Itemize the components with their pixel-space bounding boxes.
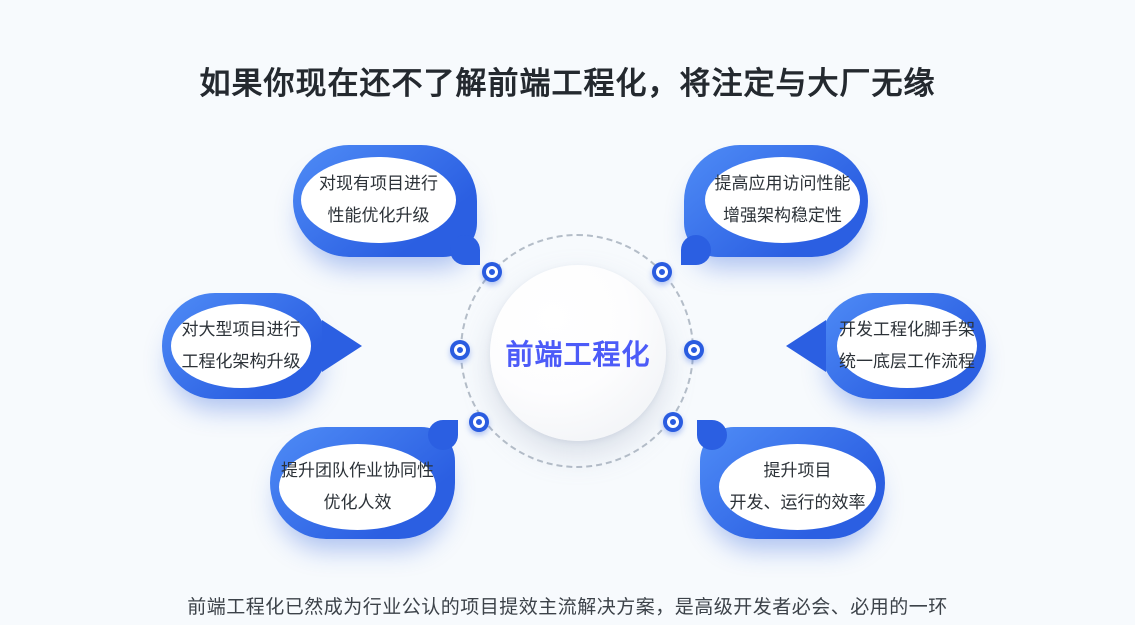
node-dot-bottom-left xyxy=(469,412,489,432)
bubble-body: 对大型项目进行 工程化架构升级 xyxy=(171,304,311,388)
node-dot-bottom-right xyxy=(663,412,683,432)
bubble-line: 优化人效 xyxy=(323,493,392,512)
center-circle: 前端工程化 xyxy=(490,265,666,441)
bubble-body: 提升团队作业协同性 优化人效 xyxy=(279,444,436,530)
node-dot-right xyxy=(684,340,704,360)
bubble-middle-left: 对大型项目进行 工程化架构升级 xyxy=(162,293,362,399)
arrow-right-icon xyxy=(322,320,362,372)
bubble-line: 对大型项目进行 xyxy=(181,320,301,339)
bubble-tail-icon xyxy=(450,235,480,265)
bubble-line: 性能优化升级 xyxy=(327,206,430,225)
bubble-middle-right: 开发工程化脚手架 统一底层工作流程 xyxy=(786,293,986,399)
bubble-bottom-left: 提升团队作业协同性 优化人效 xyxy=(270,420,458,539)
bubble-top-right: 提高应用访问性能 增强架构稳定性 xyxy=(681,145,868,265)
bubble-body: 提高应用访问性能 增强架构稳定性 xyxy=(705,157,860,243)
node-dot-left xyxy=(450,340,470,360)
bubble-tail-icon xyxy=(681,235,711,265)
bubble-tail-icon xyxy=(428,420,458,450)
bubble-line: 对现有项目进行 xyxy=(319,174,438,193)
bubble-line: 开发工程化脚手架 xyxy=(839,320,975,339)
bubble-line: 提升团队作业协同性 xyxy=(281,461,434,480)
bubble-line: 提升项目 xyxy=(763,461,832,480)
bubble-body: 对现有项目进行 性能优化升级 xyxy=(301,157,456,243)
node-dot-top-left xyxy=(482,262,502,282)
node-dot-top-right xyxy=(652,262,672,282)
bubble-body: 提升项目 开发、运行的效率 xyxy=(719,444,876,530)
bubble-tail-icon xyxy=(697,420,727,450)
bubble-bottom-right: 提升项目 开发、运行的效率 xyxy=(697,420,885,539)
bubble-top-left: 对现有项目进行 性能优化升级 xyxy=(293,145,480,265)
bubble-body: 开发工程化脚手架 统一底层工作流程 xyxy=(837,304,977,388)
bubble-line: 开发、运行的效率 xyxy=(729,493,866,512)
footer-note: 前端工程化已然成为行业公认的项目提效主流解决方案，是高级开发者必会、必用的一环 xyxy=(187,597,948,618)
page-title: 如果你现在还不了解前端工程化，将注定与大厂无缘 xyxy=(199,66,936,101)
arrow-left-icon xyxy=(786,320,826,372)
bubble-line: 工程化架构升级 xyxy=(181,352,301,371)
bubble-line: 增强架构稳定性 xyxy=(723,206,842,225)
center-label: 前端工程化 xyxy=(505,339,651,370)
bubble-line: 统一底层工作流程 xyxy=(839,352,975,371)
bubble-line: 提高应用访问性能 xyxy=(714,174,851,193)
